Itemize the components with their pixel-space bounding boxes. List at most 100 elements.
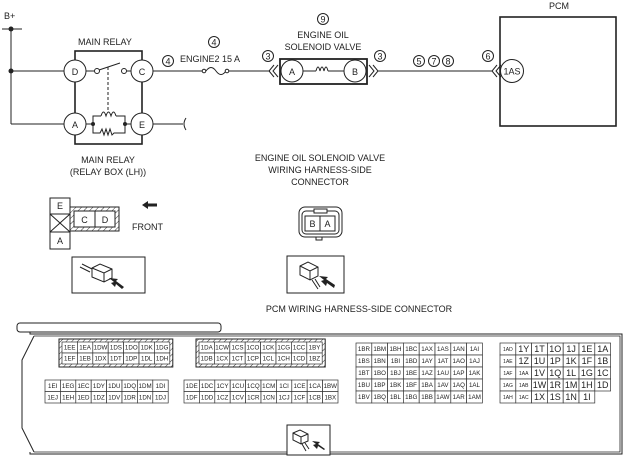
engine-oil-solenoid-valve: 9 ENGINE OIL SOLENOID VALVE 3 3 A B (262, 13, 386, 85)
solenoid-harness-connector: ENGINE OIL SOLENOID VALVE WIRING HARNESS… (255, 153, 385, 294)
pin-label: 1BC (405, 346, 418, 353)
pin-label: 1AJ (469, 358, 480, 365)
pin-label: 1CK (262, 345, 275, 352)
pin-label: 1DA (201, 345, 214, 352)
pin-label: 1CN (263, 394, 275, 401)
pin-label: 1AS (437, 346, 449, 353)
pin-label: 1BU (358, 382, 370, 389)
pin-label: 1CS (231, 345, 243, 352)
pin-label: 1CF (294, 394, 306, 401)
relay-conn-terminal-a: A (57, 236, 63, 246)
harness-ref-7: 7 (431, 57, 436, 67)
pin-label: 1P (550, 356, 561, 366)
pin-label: 1EF (64, 356, 76, 363)
solenoid-ref: 9 (320, 15, 325, 25)
pin-label: 1AT (437, 358, 448, 365)
pin-label: 1CM (262, 383, 275, 390)
pin-label: 1DE (186, 383, 198, 390)
harness-ref-5: 5 (416, 57, 421, 67)
pin-label: 1E (581, 344, 592, 354)
main-relay-title: MAIN RELAY (78, 37, 132, 47)
relay-conn-terminal-e: E (57, 201, 63, 211)
pin-label: 1DX (94, 356, 106, 363)
pin-label: 1DZ (93, 394, 105, 401)
pin-label: 1BG (405, 394, 418, 401)
pin-label: 1AV (437, 382, 449, 389)
pin-label: 1DU (108, 383, 120, 390)
pin-label: 1CY (216, 383, 228, 390)
pin-label: 1BY (309, 345, 321, 352)
pin-label: 1BO (374, 370, 387, 377)
pin-label: 1AX (421, 346, 433, 353)
pin-label: 1BD (405, 358, 418, 365)
pin-label: 1DK (141, 345, 154, 352)
main-relay-connector-title-line2: (RELAY BOX (LH)) (70, 167, 146, 177)
pin-cell (154, 352, 171, 365)
pcm: PCM 6 1AS (482, 1, 617, 127)
pin-label: 1BH (389, 346, 401, 353)
pin-label: 1DF (186, 394, 198, 401)
pin-label: 1CG (277, 345, 290, 352)
pin-label: 1DQ (123, 383, 136, 390)
pin-label: 1DN (139, 394, 151, 401)
switch-contact (121, 68, 127, 74)
pin-label: 1AE (503, 359, 513, 365)
connector-ref-left: 3 (265, 52, 270, 62)
pin-label: 1CR (247, 394, 260, 401)
solenoid-connector-title-line1: ENGINE OIL SOLENOID VALVE (255, 153, 385, 163)
solenoid-coil-icon (315, 66, 329, 72)
pin-cell (152, 391, 169, 404)
connector-icon (491, 64, 502, 78)
pin-label: 1BJ (390, 370, 401, 377)
pcm-connector-title: PCM WIRING HARNESS-SIDE CONNECTOR (266, 304, 453, 314)
pin-label: 1H (581, 380, 593, 390)
pin-label: 1Z (518, 356, 529, 366)
pin-label: 1DL (141, 356, 153, 363)
switch-contact (94, 68, 100, 74)
pin-label: 1CO (247, 345, 260, 352)
solenoid-connector-title-line2: WIRING HARNESS-SIDE (268, 165, 372, 175)
fuse-icon (205, 67, 227, 75)
pin-label: 1Q (549, 368, 561, 378)
pin-cell (322, 391, 339, 404)
pin-label: 1K (566, 356, 577, 366)
solenoid-terminal-a: A (289, 67, 295, 77)
pin-label: 1BZ (309, 356, 321, 363)
relay-terminal-e: E (139, 120, 145, 130)
pin-label: 1A (597, 344, 608, 354)
fuse-ref: 4 (211, 38, 216, 48)
pin-label: 1CB (309, 394, 321, 401)
pin-label: 1BA (421, 382, 434, 389)
pin-label: 1AU (437, 370, 449, 377)
relay-terminal-a: A (72, 120, 78, 130)
pin-label: 1AM (468, 394, 481, 401)
pin-label: 1I (583, 392, 591, 402)
solenoid-conn-terminal-b: B (309, 219, 315, 229)
connector-plug-icon (79, 263, 124, 289)
pin-label: 1CX (216, 356, 228, 363)
relay-conn-terminal-c: C (81, 215, 88, 225)
pin-label: 1BN (374, 358, 386, 365)
pin-label: 1EC (77, 383, 90, 390)
pin-label: 1AN (453, 346, 465, 353)
connector-icon (268, 64, 279, 78)
main-relay: MAIN RELAY D C A E (63, 37, 154, 145)
relay-conn-terminal-d: D (102, 215, 109, 225)
pin-label: 1AO (453, 358, 466, 365)
connector-plug-icon (292, 429, 325, 452)
connector-plug-icon (299, 261, 335, 290)
pin-label: 1AR (453, 394, 466, 401)
pin-label: 1CV (232, 394, 245, 401)
solenoid-title-line1: ENGINE OIL (297, 30, 349, 40)
pin-label: 1EE (64, 345, 76, 352)
pin-label: 1CU (232, 383, 244, 390)
resistor-icon (92, 124, 126, 137)
pin-label: 1U (534, 356, 546, 366)
pin-label: 1G (581, 368, 593, 378)
pin-label: 1DR (124, 394, 137, 401)
pin-label: 1R (550, 380, 562, 390)
pin-label: 1EI (48, 383, 58, 390)
pin-label: 1DC (201, 383, 214, 390)
pin-label: 1AP (453, 370, 465, 377)
